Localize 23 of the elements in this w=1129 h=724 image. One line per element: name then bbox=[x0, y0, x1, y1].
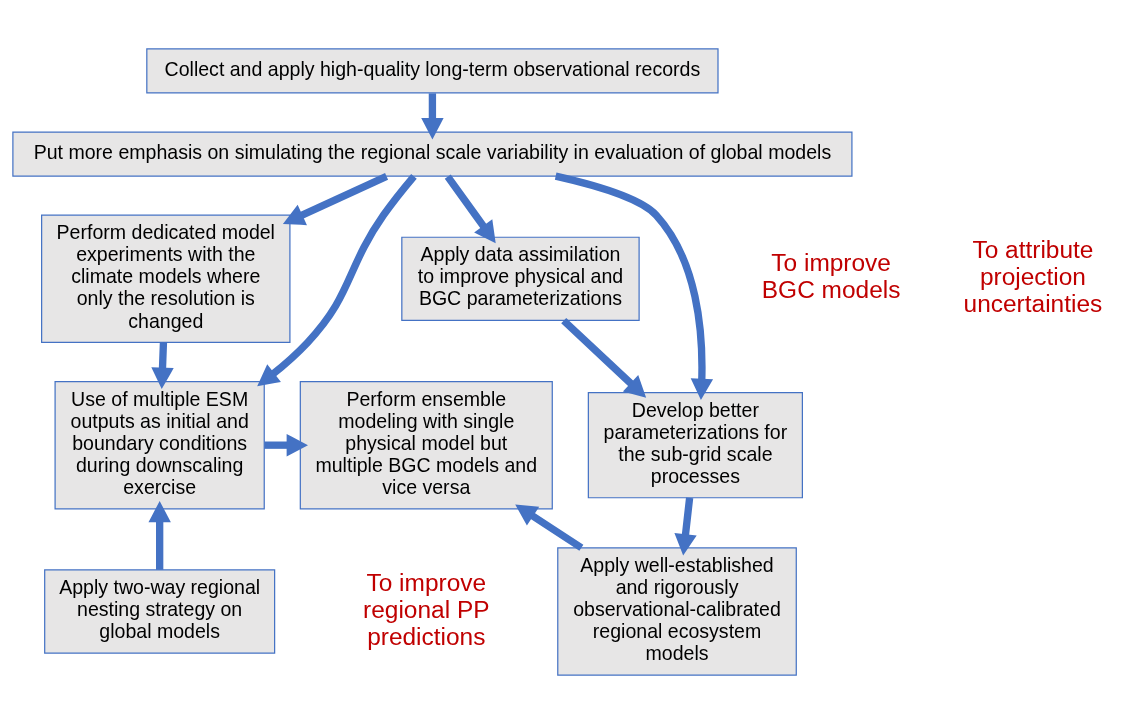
node-box: Perform dedicated model experiments with the climate models where only the resolution is changed bbox=[41, 214, 291, 344]
arrow bbox=[421, 93, 444, 140]
arrow bbox=[674, 497, 697, 556]
label: To improve regional PP predictions bbox=[363, 568, 490, 650]
node-box: Put more emphasis on simulating the regional scale variability in evaluation of global models bbox=[12, 131, 853, 177]
arrow bbox=[264, 433, 308, 457]
arrow bbox=[151, 342, 174, 390]
arrow bbox=[282, 173, 389, 226]
arrow bbox=[515, 504, 584, 551]
arrow bbox=[257, 173, 417, 387]
node-box: Use of multiple ESM outputs as initial and boundary conditions during downscaling exercise bbox=[54, 380, 265, 510]
node-box: Develop better parameterizations for the sub-grid scale processes bbox=[587, 391, 803, 499]
node-box: Apply well-established and rigorously observational-calibrated regional ecosystem models bbox=[557, 547, 797, 676]
label: To attribute projection uncertainties bbox=[963, 236, 1103, 317]
arrow bbox=[561, 317, 647, 398]
label: To improve BGC models bbox=[761, 249, 901, 304]
arrow bbox=[148, 500, 171, 570]
node-box: Perform ensemble modeling with single physical model but multiple BGC models and vice versa bbox=[299, 380, 553, 510]
node-box: Apply data assimilation to improve physical and BGC parameterizations bbox=[401, 236, 640, 322]
node-box: Apply two-way regional nesting strategy on global models bbox=[44, 569, 276, 654]
node-box: Collect and apply high-quality long-term observational records bbox=[146, 48, 719, 94]
arrow bbox=[554, 172, 714, 401]
arrow bbox=[444, 174, 496, 244]
